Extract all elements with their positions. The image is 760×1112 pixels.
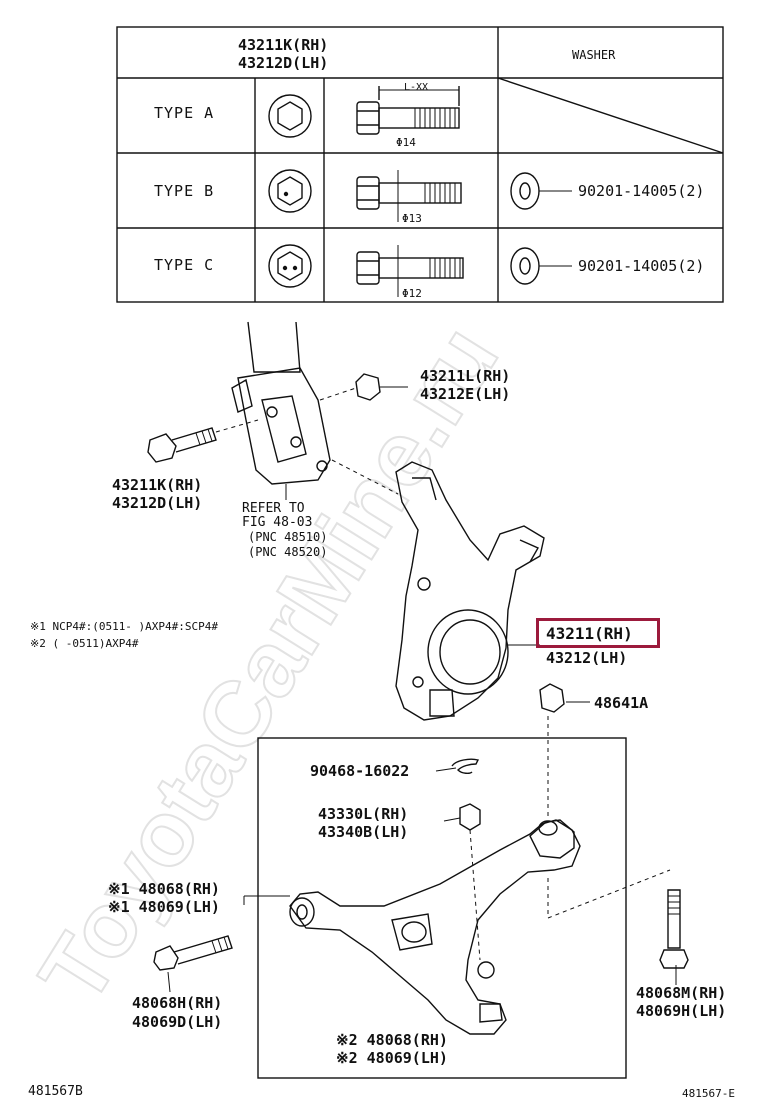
- label-ball-nut-lh[interactable]: 43340B(LH): [318, 823, 409, 841]
- label-knuckle-lh[interactable]: 43212(LH): [546, 649, 628, 667]
- washer-icons: [510, 172, 572, 285]
- strut-nut: [319, 373, 408, 401]
- table-header-lh: 43212D(LH): [238, 54, 329, 72]
- label-arm-lh-2[interactable]: ※2 48069(LH): [336, 1049, 448, 1067]
- lower-control-arm: [289, 819, 581, 1035]
- dim-dia-a: Φ14: [396, 136, 416, 149]
- lower-arm-group-box: [257, 737, 627, 1079]
- knuckle-nut: [539, 683, 565, 713]
- label-refer-pnc-2: (PNC 48520): [248, 545, 328, 559]
- dim-length: L-XX: [404, 82, 429, 93]
- label-arm-rh-1[interactable]: ※1 48068(RH): [108, 880, 220, 898]
- row-type-b: TYPE B: [154, 182, 215, 200]
- dim-dia-b: Φ13: [402, 212, 422, 225]
- arm-rear-bolt: [659, 889, 689, 969]
- washer-part-c: 90201-14005(2): [578, 257, 705, 275]
- label-refer-fig[interactable]: FIG 48-03: [242, 515, 313, 530]
- note-1: ※1 NCP4#:(0511- )AXP4#:SCP4#: [30, 620, 219, 633]
- table-header-washer: WASHER: [572, 48, 616, 62]
- label-front-bolt-lh[interactable]: 48069D(LH): [132, 1013, 223, 1031]
- highlight-box: [536, 618, 660, 648]
- table-bolts: [356, 86, 464, 297]
- label-knuckle-rh[interactable]: 43211(RH): [546, 624, 633, 643]
- row-type-a: TYPE A: [154, 104, 215, 122]
- label-ball-nut-rh[interactable]: 43330L(RH): [318, 805, 409, 823]
- label-arm-rh-2[interactable]: ※2 48068(RH): [336, 1031, 448, 1049]
- label-refer-pnc-1: (PNC 48510): [248, 530, 328, 544]
- figure-code-left: 481567B: [28, 1084, 83, 1099]
- note-2: ※2 ( -0511)AXP4#: [30, 637, 139, 650]
- label-strut-nut-rh[interactable]: 43211L(RH): [420, 367, 511, 385]
- label-refer-to[interactable]: REFER TO: [242, 501, 305, 516]
- label-knuckle-nut[interactable]: 48641A: [594, 694, 649, 712]
- hex-head-icons: [268, 94, 312, 288]
- label-strut-bolt-rh[interactable]: 43211K(RH): [112, 476, 203, 494]
- washer-part-b: 90201-14005(2): [578, 182, 705, 200]
- label-cotter-pin[interactable]: 90468-16022: [310, 762, 410, 780]
- dim-dia-c: Φ12: [402, 287, 422, 300]
- steering-knuckle: [395, 461, 545, 721]
- label-rear-bolt-lh[interactable]: 48069H(LH): [636, 1002, 727, 1020]
- label-arm-lh-1[interactable]: ※1 48069(LH): [108, 898, 220, 916]
- leader-lines: [243, 459, 677, 985]
- label-front-bolt-rh[interactable]: 48068H(RH): [132, 994, 223, 1012]
- label-strut-bolt-lh[interactable]: 43212D(LH): [112, 494, 203, 512]
- strut-bolt: [147, 419, 259, 463]
- table-header-rh: 43211K(RH): [238, 36, 329, 54]
- spec-table-grid: [116, 26, 724, 303]
- label-strut-nut-lh[interactable]: 43212E(LH): [420, 385, 511, 403]
- ball-joint-nut: [459, 803, 481, 961]
- label-rear-bolt-rh[interactable]: 48068M(RH): [636, 984, 727, 1002]
- row-type-c: TYPE C: [154, 256, 215, 274]
- figure-code-right: 481567-E: [682, 1087, 735, 1100]
- arm-front-bolt: [153, 935, 233, 993]
- strut-bracket: [231, 321, 331, 485]
- cotter-pin: [451, 758, 480, 775]
